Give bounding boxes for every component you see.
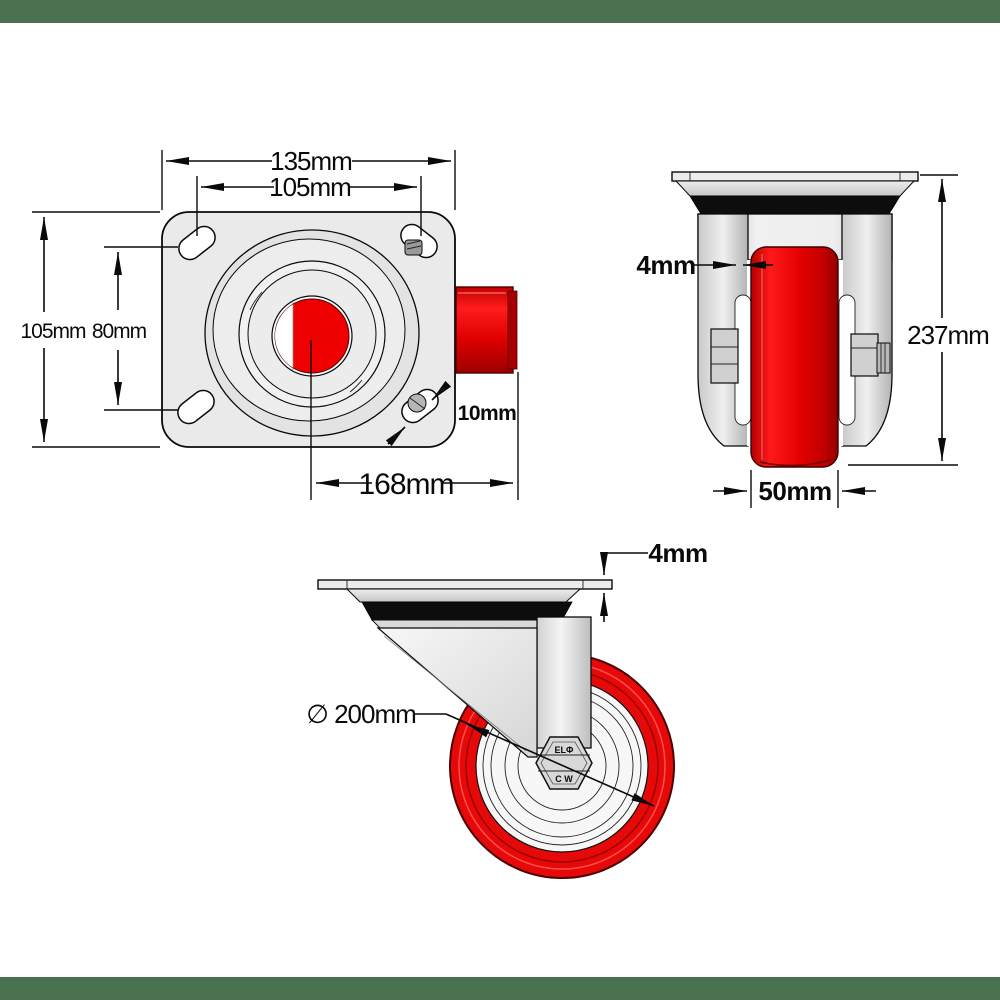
fork-wedge-side bbox=[376, 627, 538, 758]
dim-label-105mm-left: 105mm bbox=[20, 320, 86, 343]
dim-bolt-spacing-width: 105mm bbox=[196, 172, 422, 236]
axle-nut-right bbox=[850, 333, 891, 377]
top-view: 135mm 105mm 105mm 80mm bbox=[20, 146, 519, 501]
dim-wheel-width: 50mm bbox=[713, 470, 876, 508]
front-view: 4mm 237mm 50mm bbox=[636, 171, 992, 508]
dim-label-4mm-front: 4mm bbox=[636, 250, 695, 280]
dim-label-200mm: ∅ 200mm bbox=[306, 699, 416, 729]
bolt-hole-top-left bbox=[178, 225, 216, 261]
dim-label-168mm: 168mm bbox=[358, 468, 453, 501]
dim-swing-radius: 168mm bbox=[310, 340, 519, 501]
dim-label-80mm: 80mm bbox=[92, 320, 147, 343]
dim-label-105mm-top: 105mm bbox=[269, 172, 351, 202]
dim-bolt-hole-diameter: 10mm bbox=[385, 380, 517, 447]
plate-flange-side bbox=[345, 588, 582, 603]
wheel-top-protrusion bbox=[455, 286, 518, 374]
axle-thread-tip bbox=[876, 342, 891, 374]
dim-wheel-diameter: ∅ 200mm bbox=[306, 699, 655, 807]
dim-plate-thickness: 4mm bbox=[600, 538, 708, 622]
kingpin-hole bbox=[271, 295, 353, 377]
dim-bolt-spacing-depth: 80mm bbox=[92, 246, 178, 411]
dim-overall-height: 237mm bbox=[848, 174, 992, 466]
top-plate-front bbox=[671, 171, 919, 182]
dim-label-135mm: 135mm bbox=[270, 146, 352, 176]
hub-marking-top: ELΦ bbox=[555, 745, 575, 755]
dim-overall-width: 135mm bbox=[161, 146, 456, 210]
swivel-band-side bbox=[370, 619, 563, 629]
dim-hub-clearance: 4mm bbox=[636, 250, 773, 280]
wheel-front bbox=[750, 246, 839, 468]
dim-label-4mm-side: 4mm bbox=[648, 538, 707, 568]
letterbox-bottom-bar bbox=[0, 977, 1000, 1000]
axle-nut-left bbox=[710, 328, 739, 384]
plate-flange-front bbox=[674, 180, 916, 197]
fork-column-side bbox=[536, 616, 592, 749]
dim-label-10mm: 10mm bbox=[458, 402, 517, 425]
dim-label-50mm: 50mm bbox=[758, 476, 831, 506]
bolt-hole-bottom-left bbox=[177, 389, 215, 425]
side-view: ELΦ C W 4mm ∅ 200mm bbox=[306, 538, 708, 879]
dim-label-237mm: 237mm bbox=[907, 320, 989, 350]
seal-ring-front bbox=[689, 195, 901, 215]
bolt-hole-top-right bbox=[400, 223, 438, 259]
top-plate-side bbox=[317, 579, 613, 590]
letterbox-top-bar bbox=[0, 0, 1000, 23]
dim-overall-depth: 105mm bbox=[20, 211, 160, 448]
axle-hex-nut: ELΦ C W bbox=[535, 736, 593, 790]
hub-marking-bottom: C W bbox=[555, 774, 573, 784]
